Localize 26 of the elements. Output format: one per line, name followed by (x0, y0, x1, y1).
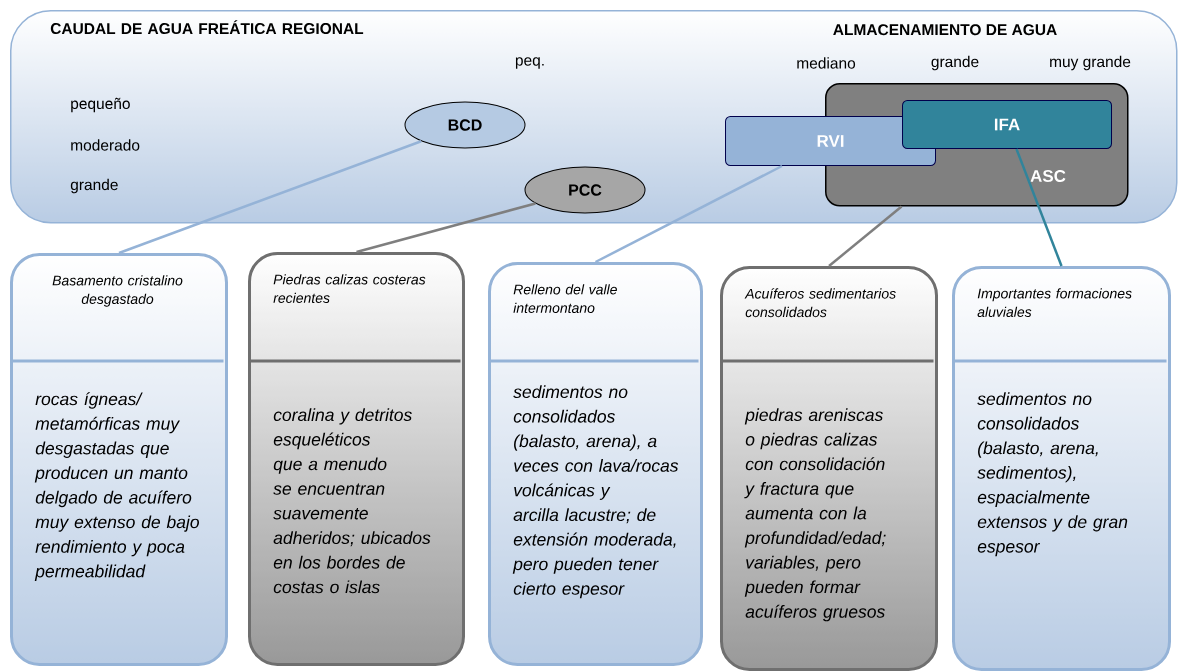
card-text: coralina y detritos esqueléticos que a menudo se encuentran suavemente adheridos; ubicados en los bordes de costas o islas (273, 408, 431, 594)
leader-line (1015, 148, 1063, 267)
scale-label: grande (70, 178, 118, 194)
heading: CAUDAL DE AGUA FREÁTICA REGIONAL (50, 20, 364, 35)
card-text: rocas ígneas/ metamórficas muy desgastadas que producen un manto delgado de acuífero muy extenso de bajo rendimiento y poca permeabilidad (34, 392, 199, 581)
card-text: sedimentos no consolidados (balasto, arena), a veces con lava/rocas volcánicas y arcilla lacustre; de extensión moderada, pero pueden tener cierto espesor (512, 385, 679, 599)
scale-label: muy grande (1050, 55, 1131, 71)
card-heading: Piedras calizas costeras recientes (273, 274, 426, 303)
scale-label: moderado (71, 139, 140, 151)
label-box: RVI (725, 116, 936, 166)
scale-label: grande (931, 55, 979, 71)
leader-line (118, 140, 422, 255)
leader-line (356, 202, 536, 254)
heading: ALMACENAMIENTO DE AGUA (833, 24, 1057, 36)
scale-label: pequeño (71, 97, 130, 113)
card-heading: Basamento cristalino desgastado (52, 275, 183, 307)
card-text: piedras areniscas o piedras calizas con consolidación y fractura que aumenta con la profundidad/edad; variables, pero pueden formar acuíferos gruesos (744, 408, 886, 622)
scale-label: mediano (797, 57, 856, 69)
leader-line (828, 205, 903, 267)
card-heading: Acuíferos sedimentarios consolidados (744, 288, 896, 318)
leader-line (594, 164, 783, 264)
scale-label: peq. (515, 57, 544, 69)
label-box: IFA (902, 100, 1112, 149)
card-text: sedimentos no consolidados (balasto, arena, sedimentos), espacialmente extensos y de gran espesor (977, 392, 1128, 557)
card-heading: Importantes formaciones aluviales (977, 288, 1132, 317)
card-heading: Relleno del valle intermontano (513, 284, 617, 313)
